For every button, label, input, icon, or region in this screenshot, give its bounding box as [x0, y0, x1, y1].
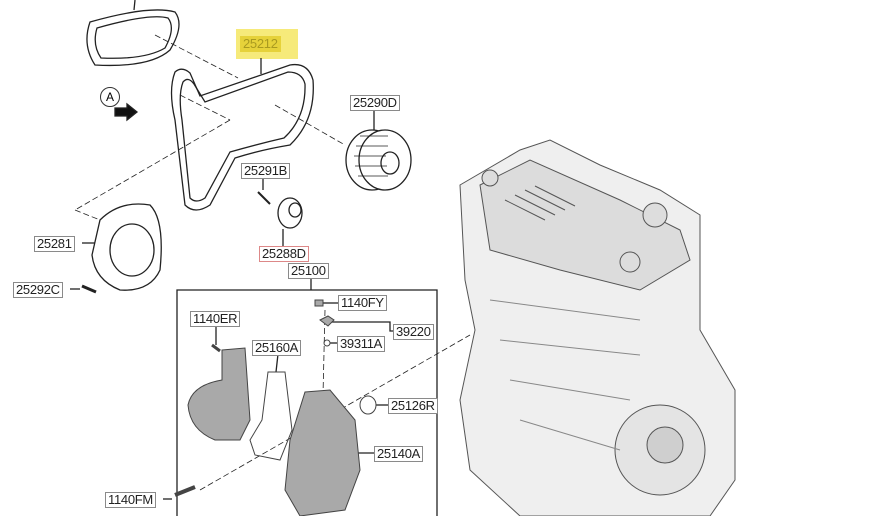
part-label-39311A[interactable]: 39311A: [337, 336, 386, 352]
thermostat-housing: [284, 389, 361, 516]
part-label-39220[interactable]: 39220: [393, 324, 434, 340]
part-label-1140FM[interactable]: 1140FM: [105, 492, 156, 508]
part-label-1140FY[interactable]: 1140FY: [338, 295, 387, 311]
part-label-25291B[interactable]: 25291B: [241, 163, 291, 179]
part-label-25140A[interactable]: 25140A: [374, 446, 424, 462]
arrow-icon: [114, 102, 139, 122]
engine-block: [459, 139, 736, 516]
part-label-25160A[interactable]: 25160A: [252, 340, 302, 356]
part-label-25292C[interactable]: 25292C: [13, 282, 63, 298]
part-label-25288D[interactable]: 25288D: [259, 246, 309, 262]
water-pump-body: [187, 347, 251, 441]
part-label-25212[interactable]: 25212: [240, 36, 281, 52]
drive-belt: [170, 63, 314, 211]
tensioner: [91, 203, 162, 291]
timing-belt: [86, 9, 180, 67]
part-label-25100[interactable]: 25100: [288, 263, 329, 279]
part-label-25290D[interactable]: 25290D: [350, 95, 400, 111]
gasket: [249, 371, 293, 461]
part-label-25281[interactable]: 25281: [34, 236, 75, 252]
view-marker-a: A: [100, 87, 120, 107]
part-label-1140ER[interactable]: 1140ER: [190, 311, 241, 327]
part-label-25126R[interactable]: 25126R: [388, 398, 438, 414]
